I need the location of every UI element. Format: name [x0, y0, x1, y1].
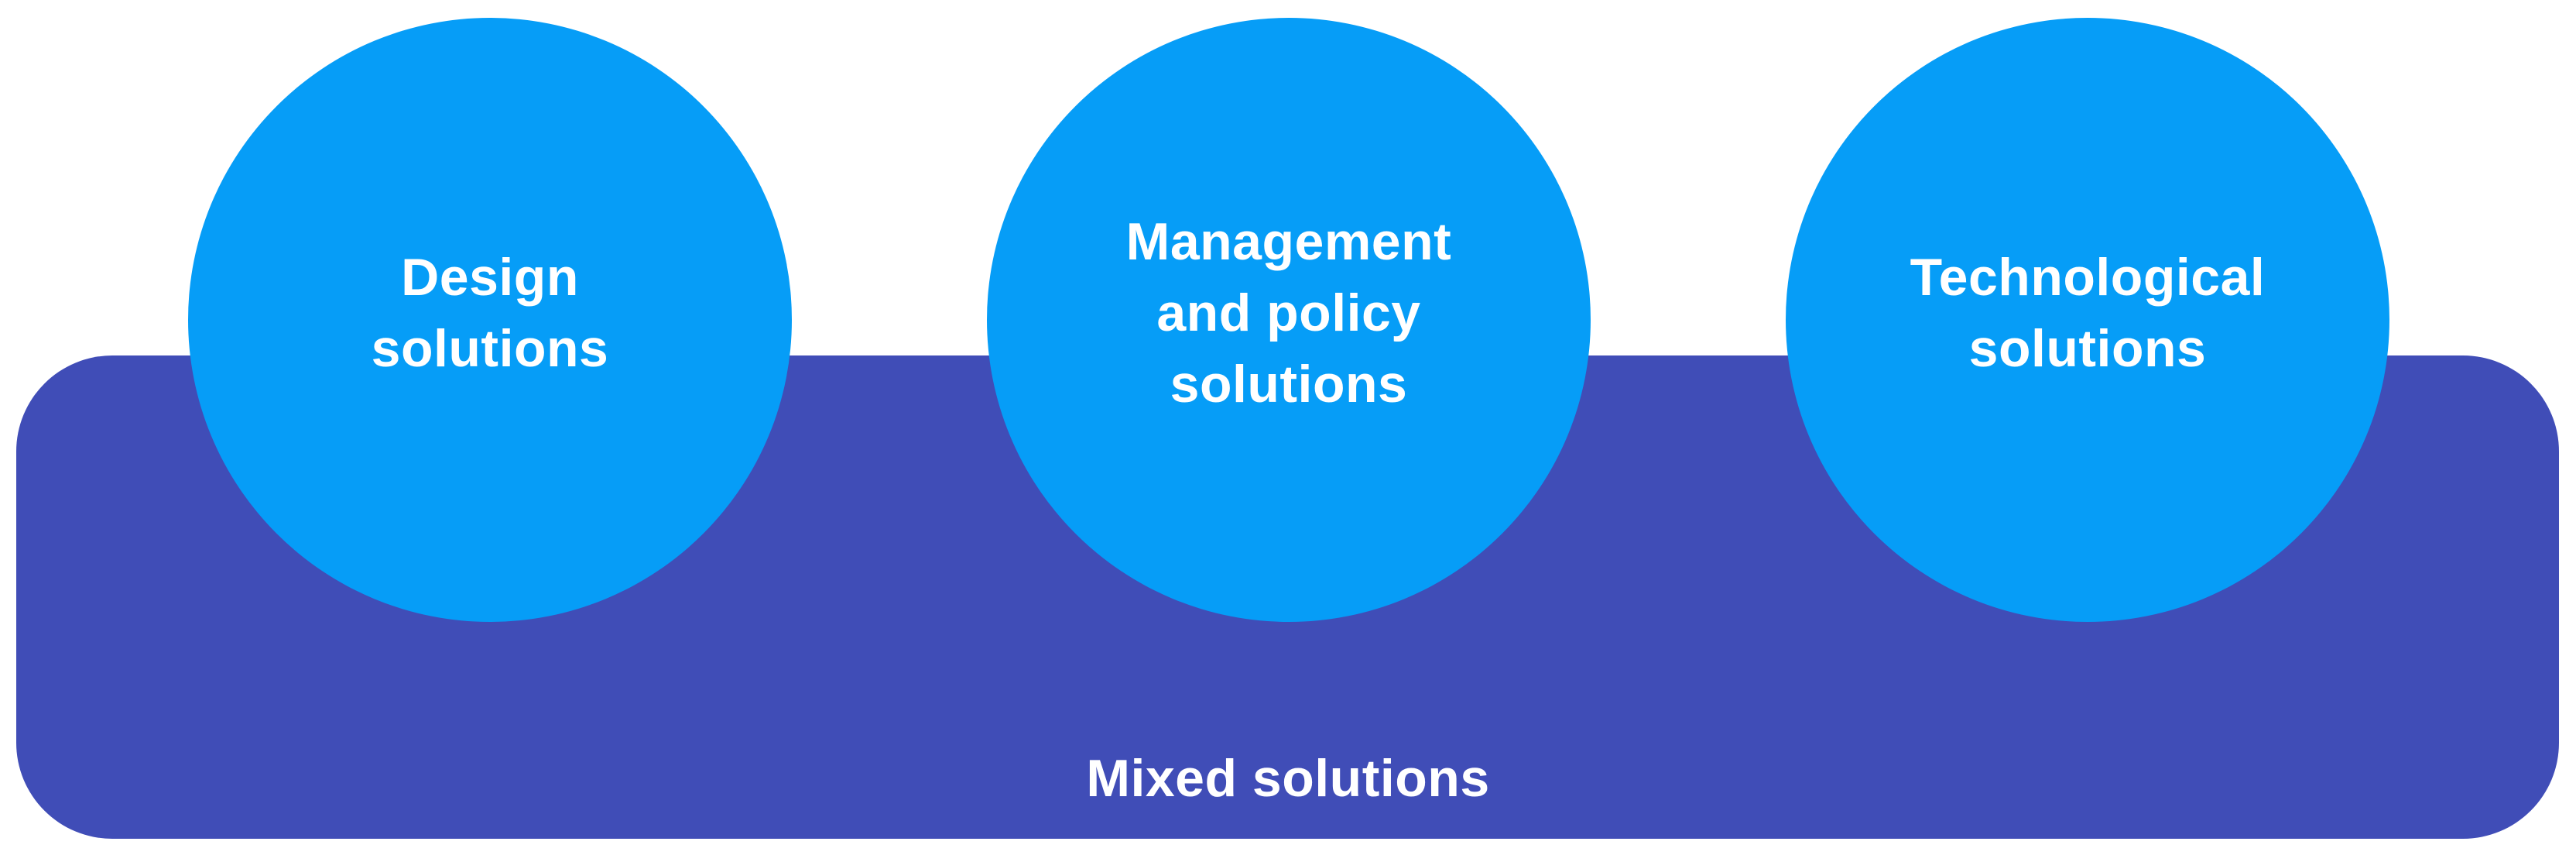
management-policy-solutions-circle: Management and policy solutions [987, 18, 1591, 622]
mixed-solutions-label: Mixed solutions [1086, 749, 1490, 808]
design-solutions-label: Design solutions [371, 248, 609, 378]
technological-solutions-label: Technological solutions [1910, 248, 2266, 378]
management-policy-solutions-label: Management and policy solutions [1125, 212, 1452, 414]
design-solutions-circle: Design solutions [188, 18, 792, 622]
technological-solutions-circle: Technological solutions [1786, 18, 2389, 622]
